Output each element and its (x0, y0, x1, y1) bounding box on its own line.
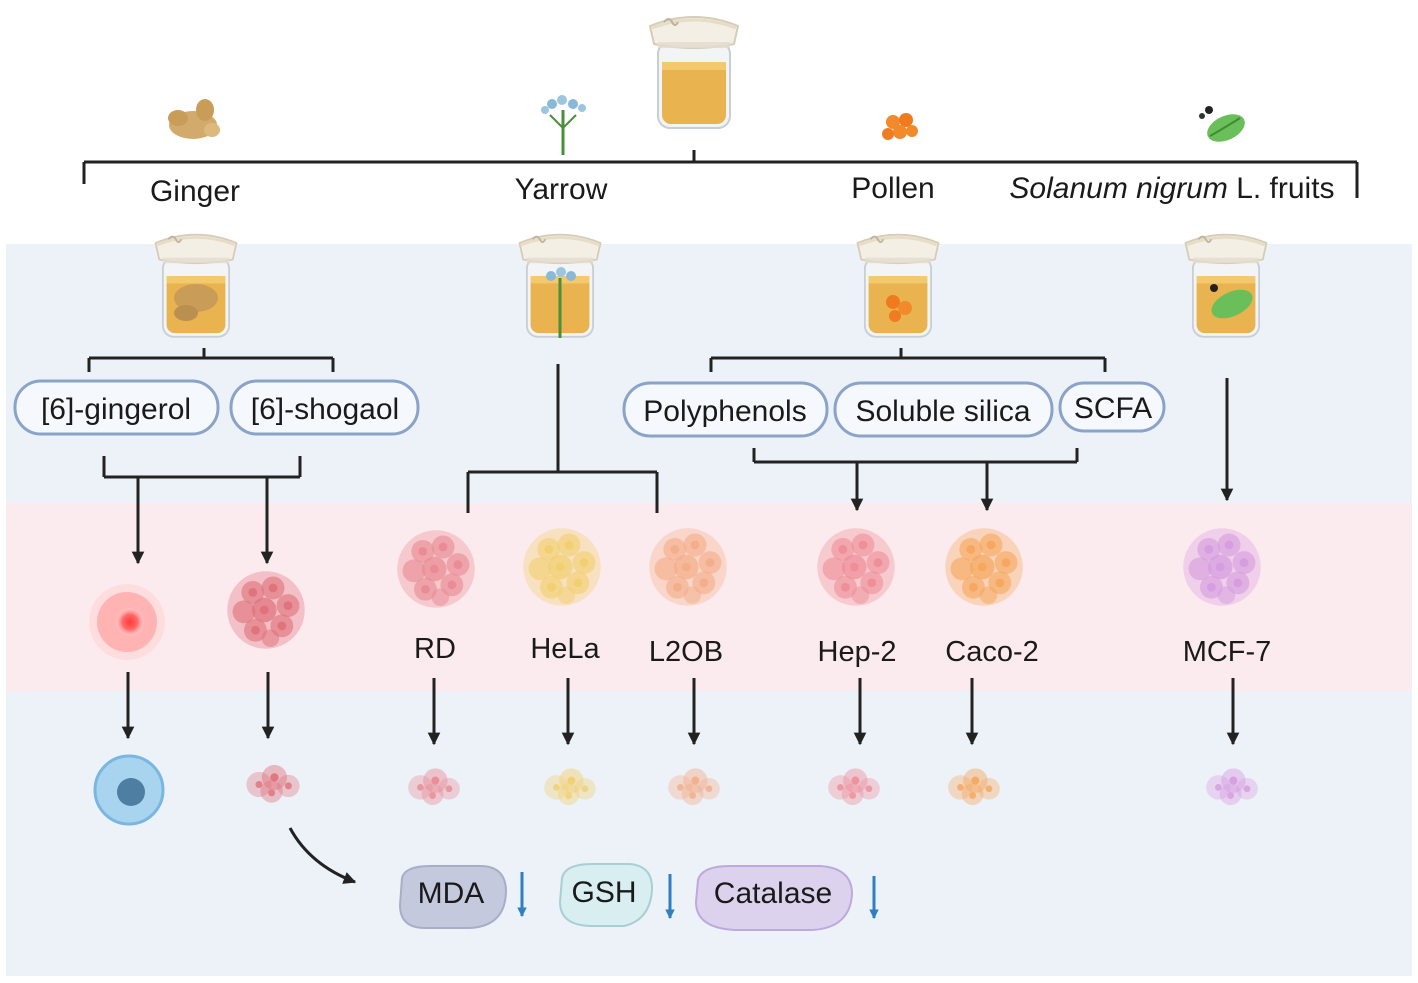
cell-label-l2ob: L2OB (649, 636, 723, 668)
gingerol-label: [6]-gingerol (41, 393, 191, 426)
mcf7-cell-cluster (1183, 528, 1261, 606)
yarrow-flower-icon (541, 95, 586, 155)
effect-arrows (121, 672, 1240, 746)
red-glowing-cell (89, 584, 165, 660)
cell-label-rd: RD (414, 633, 456, 665)
source-label-yarrow: Yarrow (515, 173, 608, 206)
shogaol-pill: [6]-shogaol (229, 379, 420, 436)
source-label-pollen: Pollen (851, 172, 934, 205)
gingerol-pill: [6]-gingerol (13, 379, 220, 436)
catalase-marker: Catalase (694, 865, 854, 931)
caco2-cell-cluster (945, 528, 1023, 606)
catalase-label: Catalase (714, 877, 832, 910)
l2ob-cell-cluster (649, 528, 727, 606)
mda-marker: MDA (398, 865, 508, 929)
pollen-compound-bracket (709, 348, 1107, 372)
solanum-italic: Solanum nigrum (1009, 172, 1227, 205)
soluble-silica-pill: Soluble silica (833, 381, 1054, 438)
ginger-compound-bracket (87, 348, 335, 372)
ginger-jar (154, 233, 238, 339)
soluble-silica-label: Soluble silica (855, 395, 1030, 428)
pollen-icon (882, 113, 918, 140)
scfa-label: SCFA (1074, 392, 1152, 425)
source-label-solanum: Solanum nigrum L. fruits (1009, 172, 1334, 205)
pollen-jar (856, 233, 940, 339)
cell-label-mcf7: MCF-7 (1183, 636, 1272, 668)
rd-cell-cluster (397, 530, 475, 608)
cell-label-hep2: Hep-2 (818, 636, 897, 668)
yarrow-jar (518, 233, 602, 339)
cell-label-hela: HeLa (530, 633, 600, 665)
shogaol-label: [6]-shogaol (251, 393, 399, 426)
top-bracket (82, 150, 1359, 198)
honey-jar-icon (648, 15, 740, 130)
polyphenols-pill: Polyphenols (622, 381, 829, 438)
curved-arrow (288, 827, 357, 884)
hep2-cell-cluster (817, 528, 895, 606)
mda-label: MDA (418, 877, 485, 910)
shogaol-cancer-cluster (227, 571, 305, 649)
hela-cell-cluster (523, 528, 601, 606)
source-label-ginger: Ginger (150, 175, 240, 208)
polyphenols-label: Polyphenols (643, 395, 806, 428)
cell-label-caco2: Caco-2 (945, 636, 1039, 668)
gsh-label: GSH (571, 876, 636, 909)
blue-normal-cell (93, 754, 165, 826)
solanum-leaf-icon (1199, 106, 1245, 142)
scfa-pill: SCFA (1058, 381, 1166, 433)
pollen-lower-bracket (752, 448, 1079, 512)
ginger-lower-bracket (102, 456, 302, 565)
ginger-icon (168, 99, 220, 139)
gsh-marker: GSH (558, 863, 654, 927)
solanum-rest: L. fruits (1228, 172, 1335, 205)
yarrow-bracket (466, 364, 659, 513)
solanum-jar (1184, 233, 1268, 339)
